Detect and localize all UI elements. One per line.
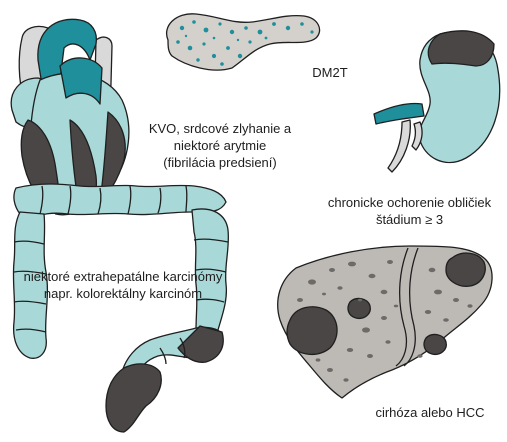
colon-label-line1: niektoré extrahepatálne karcinómy bbox=[0, 268, 246, 285]
heart-label-line1: KVO, srdcové zlyhanie a bbox=[130, 120, 310, 137]
kidney-label-line1: chronicke ochorenie obličiek bbox=[312, 194, 507, 211]
heart-label-line2: niektoré arytmie bbox=[130, 137, 310, 154]
kidney-label-line2: štádium ≥ 3 bbox=[312, 211, 507, 228]
colon-label: niektoré extrahepatálne karcinómy napr. … bbox=[0, 268, 246, 302]
heart-label-line3: (fibrilácia predsiení) bbox=[130, 154, 310, 171]
liver-label: cirhóza alebo HCC bbox=[360, 404, 500, 421]
pancreas-label: DM2T bbox=[290, 64, 370, 81]
colon-label-line2: napr. kolorektálny karcinóm bbox=[0, 285, 246, 302]
pancreas-label-line1: DM2T bbox=[290, 64, 370, 81]
pancreas-illustration bbox=[167, 14, 320, 70]
liver-label-line1: cirhóza alebo HCC bbox=[360, 404, 500, 421]
heart-label: KVO, srdcové zlyhanie a niektoré arytmie… bbox=[130, 120, 310, 171]
liver-illustration bbox=[278, 246, 492, 398]
colon-illustration bbox=[13, 184, 228, 432]
kidney-label: chronicke ochorenie obličiek štádium ≥ 3 bbox=[312, 194, 507, 228]
kidney-illustration bbox=[374, 31, 500, 172]
